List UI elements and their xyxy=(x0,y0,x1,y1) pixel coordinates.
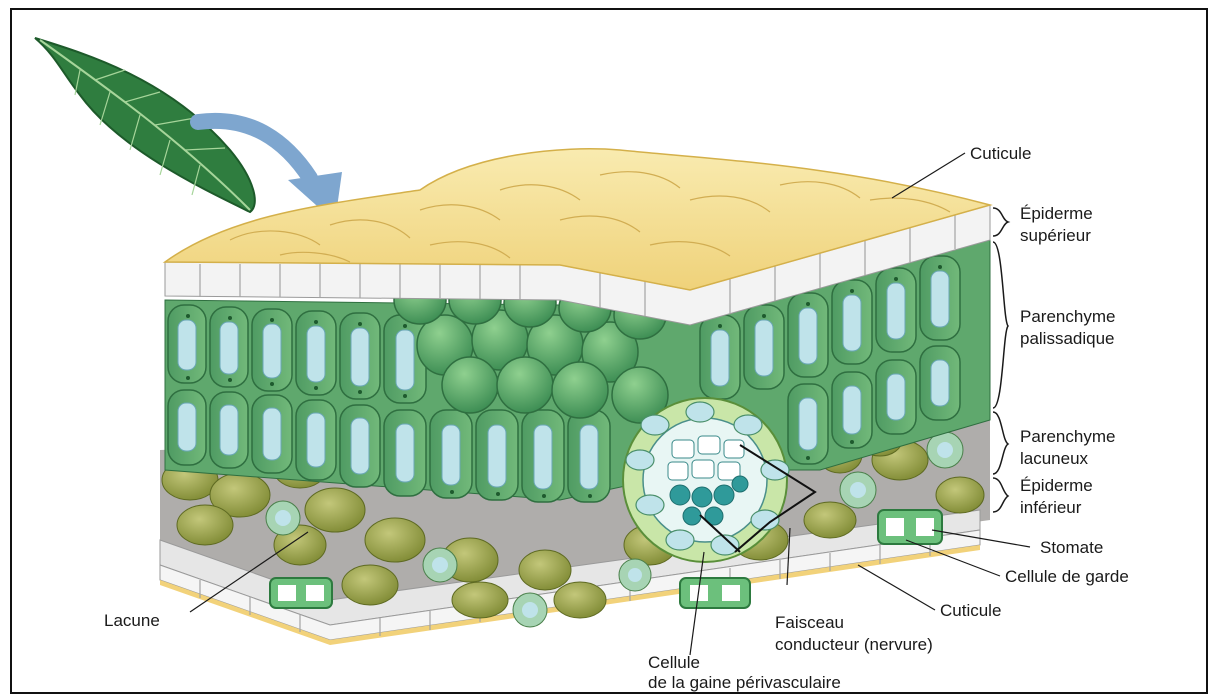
label-epiderme-superieur-1: Épiderme xyxy=(1020,203,1093,225)
label-cuticule-bottom: Cuticule xyxy=(940,600,1001,622)
label-lacuneux-2: lacuneux xyxy=(1020,448,1088,470)
label-gaine-1: Cellule xyxy=(648,652,700,674)
label-faisceau-2: conducteur (nervure) xyxy=(775,634,933,656)
label-gaine-2: de la gaine périvasculaire xyxy=(648,672,841,694)
bracket-lines xyxy=(993,208,1008,512)
label-epiderme-inferieur-1: Épiderme xyxy=(1020,475,1093,497)
label-palissadique-2: palissadique xyxy=(1020,328,1115,350)
label-cellule-de-garde: Cellule de garde xyxy=(1005,566,1129,588)
label-epiderme-superieur-2: supérieur xyxy=(1020,225,1091,247)
label-palissadique-1: Parenchyme xyxy=(1020,306,1115,328)
label-epiderme-inferieur-2: inférieur xyxy=(1020,497,1081,519)
label-faisceau-1: Faisceau xyxy=(775,612,844,634)
label-lacune: Lacune xyxy=(104,610,160,632)
label-lacuneux-1: Parenchyme xyxy=(1020,426,1115,448)
label-stomate: Stomate xyxy=(1040,537,1103,559)
label-cuticule-top: Cuticule xyxy=(970,143,1031,165)
